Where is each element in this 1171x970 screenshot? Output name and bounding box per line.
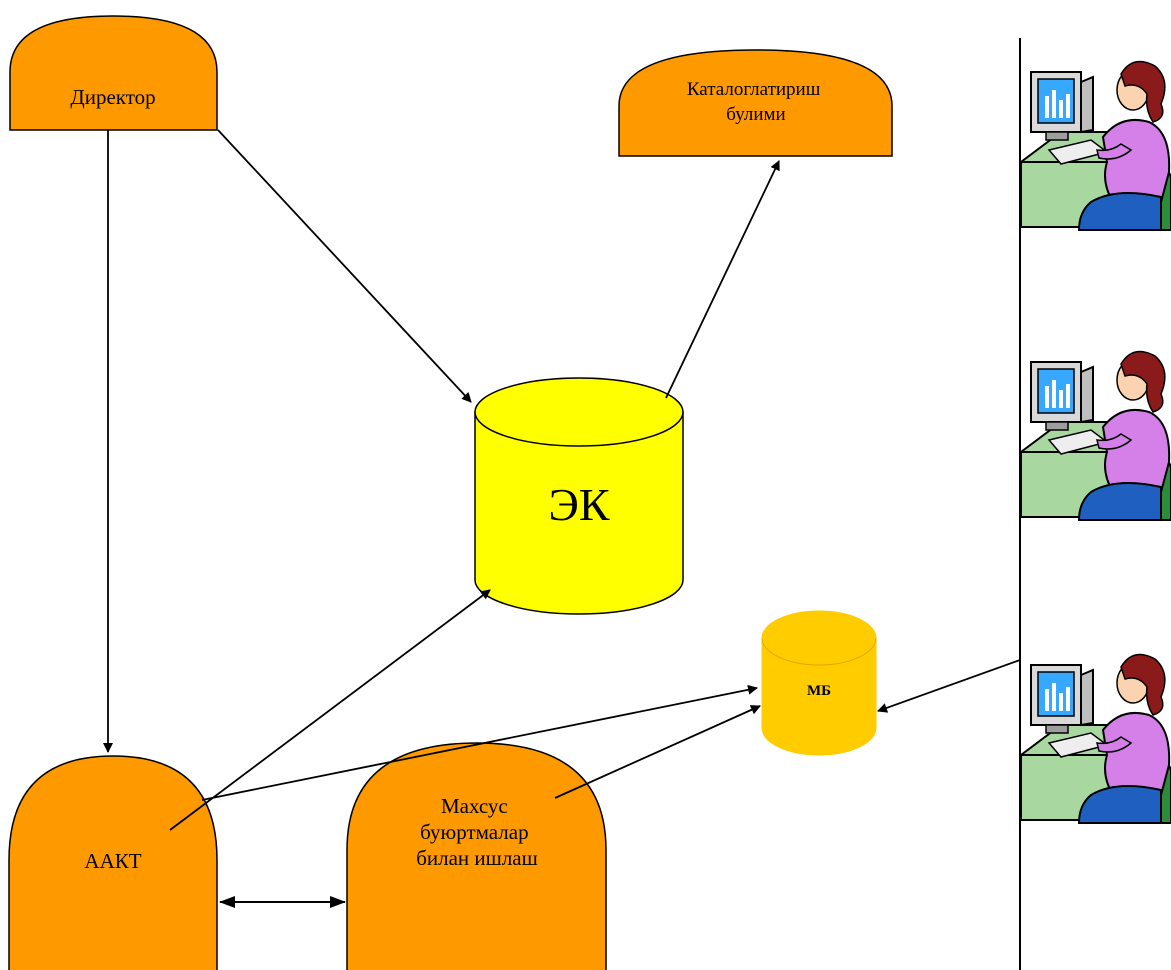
ek-database: ЭК [474,377,684,615]
special-orders-label-line: билан ишлаш [416,846,538,870]
special-orders-label: Махсус буюртмалар билан ишлаш [416,794,538,870]
ek-label: ЭК [548,479,609,530]
special-orders-label-line: буюртмалар [420,820,528,844]
arrow-director-to-ek [217,129,472,403]
cataloging-node: Каталоглатириш булими [618,49,893,157]
arrow-aakt-to-mb [201,684,758,801]
arrow-aakt-to-ek [169,589,491,831]
cataloging-label-line: булими [726,104,785,125]
director-label: Директор [70,85,155,109]
aakt-label: ААКТ [84,849,141,873]
mb-database: МБ [761,610,877,756]
aakt-node: ААКТ [8,755,218,970]
special-orders-label-line: Махсус [441,794,508,818]
workstation-user-icon [1021,653,1171,824]
cataloging-label: Каталоглатириш булими [687,79,825,125]
workstation-user-icon [1021,60,1171,231]
cataloging-label-line: Каталоглатириш [687,79,821,100]
arrow-special-orders-to-mb [554,705,761,799]
special-orders-node: Махсус буюртмалар билан ишлаш [346,742,607,970]
mb-label: МБ [807,683,831,699]
director-node: Директор [9,15,218,131]
workstation-user-icon [1021,350,1171,521]
arrow-ek-to-cataloging [665,160,780,399]
arrow-users-to-mb [877,659,1021,713]
